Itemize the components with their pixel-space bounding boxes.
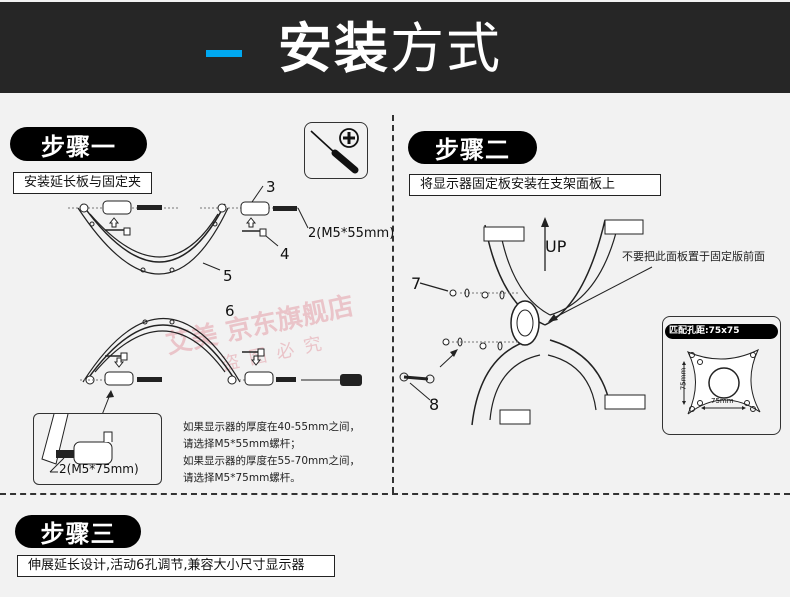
step1-badge: 步骤一 [10,127,147,161]
clamp-detail-diagram [41,413,113,473]
part-label-2-m5-55: 2(M5*55mm) [308,226,395,241]
vesa-plate-diagram [682,348,761,415]
step2-badge: 步骤二 [408,131,537,164]
step1-caption: 安装延长板与固定夹 [13,172,153,194]
warning-note: 不要把此面板置于固定版前面 [622,250,765,263]
note-line-1: 如果显示器的厚度在40-55mm之间， [183,421,360,433]
note-line-3: 如果显示器的厚度在55-70mm之间， [183,455,360,467]
title-light: 方式 [390,17,502,80]
thickness-note: 如果显示器的厚度在40-55mm之间， 请选择M5*55mm螺杆； 如果显示器的… [183,419,360,487]
vesa-spec-box: 匹配孔距:75x75 75mm 75mm [662,316,781,435]
part-label-7: 7 [411,274,422,293]
vesa-title: 匹配孔距:75x75 [665,324,778,339]
page-header: 安装方式 [0,2,790,93]
arch-bracket-diagram [80,317,362,421]
part-label-6: 6 [225,302,235,320]
part-label-2-m5-75: 2(M5*75mm) [59,462,139,476]
vesa-horizontal-dim: 75mm [711,397,734,405]
vertical-divider [392,115,394,493]
accent-dash [206,50,242,57]
step2-caption: 将显示器固定板安装在支架面板上 [409,174,661,196]
note-line-2: 请选择M5*55mm螺杆； [183,438,301,450]
page-title: 安装方式 [278,16,502,82]
part-label-4: 4 [280,245,290,263]
wrench-icon [399,372,435,384]
part-label-3: 3 [266,178,276,196]
up-label: UP [545,237,567,256]
part-label-5: 5 [223,267,233,285]
title-bold: 安装 [278,17,390,80]
inset-detail-box: 2(M5*75mm) [33,413,162,485]
step3-badge: 步骤三 [15,515,141,548]
horizontal-divider [0,493,790,495]
vesa-vertical-dim: 75mm [679,367,688,391]
phillips-screwdriver-icon [304,122,368,179]
note-line-4: 请选择M5*75mm螺杆。 [183,472,301,484]
extension-arm-diagram [68,185,309,275]
step3-caption: 伸展延长设计,活动6孔调节,兼容大小尺寸显示器 [17,555,335,577]
mount-plate-diagram [399,217,653,426]
part-label-8: 8 [429,395,440,414]
